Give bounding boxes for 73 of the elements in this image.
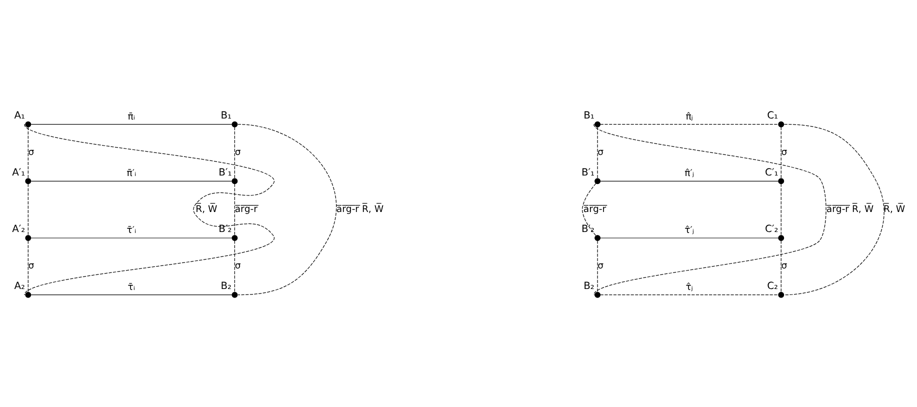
node-circle bbox=[778, 178, 784, 184]
node-circle bbox=[25, 178, 32, 184]
node-label: B′₂ bbox=[582, 224, 595, 235]
node-circle bbox=[232, 291, 238, 298]
node-label: A₁ bbox=[14, 110, 25, 121]
edge-label: a̅r̅g̅-̅r̅ bbox=[234, 203, 258, 214]
node-label: B₂ bbox=[584, 280, 594, 292]
node-circle bbox=[232, 234, 238, 240]
connector bbox=[780, 183, 782, 236]
connector bbox=[30, 237, 232, 238]
edge-label: π̄ᵢ bbox=[128, 110, 136, 122]
connector bbox=[24, 124, 275, 295]
edge-label: τ̄′ᵢ bbox=[126, 224, 136, 236]
edge-label: R̅, W̅ bbox=[196, 203, 218, 214]
edge-label: a̅r̅g̅-̅r̅ bbox=[583, 203, 606, 214]
connector bbox=[600, 237, 779, 238]
connector bbox=[234, 126, 235, 178]
connector bbox=[597, 240, 598, 292]
edge-label: σ bbox=[598, 260, 604, 272]
node-label: C₁ bbox=[767, 110, 778, 121]
connector bbox=[30, 294, 232, 295]
edge-label: τ̂′ⱼ bbox=[684, 224, 694, 236]
node-circle bbox=[232, 120, 238, 127]
connector bbox=[780, 240, 782, 292]
edge-label: σ bbox=[781, 260, 788, 272]
node-label: C′₁ bbox=[765, 166, 778, 178]
node-circle bbox=[232, 178, 238, 184]
node-label: A₂ bbox=[14, 280, 25, 292]
edge-label: π̂′ⱼ bbox=[684, 168, 694, 179]
node-label: A′₂ bbox=[12, 224, 26, 235]
edge-label: τ̂ⱼ bbox=[686, 281, 693, 292]
edge-label: σ bbox=[781, 146, 788, 158]
node-label: A′₁ bbox=[12, 166, 26, 178]
edge-label: σ bbox=[234, 260, 241, 272]
edge-label: a̅r̅g̅-̅r̅ R̅, W̅ bbox=[826, 203, 874, 214]
node-circle bbox=[778, 291, 784, 298]
edge-label: σ bbox=[598, 146, 604, 158]
node-circle bbox=[594, 234, 601, 240]
connector bbox=[784, 124, 884, 295]
node-label: B′₁ bbox=[582, 166, 595, 178]
edge-label: a̅r̅g̅-̅r̅ R̅, W̅ bbox=[336, 203, 384, 214]
edge-label: π̄′ᵢ bbox=[126, 168, 136, 179]
node-circle bbox=[25, 120, 32, 127]
edge-label: σ bbox=[234, 146, 241, 158]
connector bbox=[597, 126, 598, 178]
node-label: B′₁ bbox=[218, 166, 232, 178]
connector bbox=[594, 124, 826, 295]
connector bbox=[600, 180, 779, 181]
node-label: B₁ bbox=[220, 110, 232, 121]
node-label: B₁ bbox=[584, 110, 594, 121]
node-label: C′₂ bbox=[765, 224, 778, 235]
node-circle bbox=[25, 234, 32, 240]
node-label: B₂ bbox=[220, 280, 232, 292]
node-circle bbox=[594, 291, 601, 298]
node-circle bbox=[25, 291, 32, 298]
node-circle bbox=[778, 234, 784, 240]
connector bbox=[780, 126, 782, 178]
edge-label: π̂ⱼ bbox=[686, 110, 693, 122]
connector bbox=[600, 294, 779, 295]
edge-label: τ̄ᵢ bbox=[128, 281, 136, 292]
node-label: B′₂ bbox=[218, 224, 232, 235]
connector bbox=[234, 240, 235, 292]
node-circle bbox=[594, 120, 601, 127]
edge-label: σ bbox=[28, 260, 34, 272]
connector bbox=[582, 182, 596, 236]
node-circle bbox=[594, 178, 601, 184]
connector bbox=[237, 124, 336, 295]
edge-label: R̅, W̅ bbox=[884, 203, 906, 214]
node-circle bbox=[778, 120, 784, 127]
connector bbox=[234, 183, 235, 236]
edge-label: σ bbox=[28, 146, 34, 158]
node-label: C₂ bbox=[767, 280, 778, 292]
connector bbox=[30, 180, 232, 181]
